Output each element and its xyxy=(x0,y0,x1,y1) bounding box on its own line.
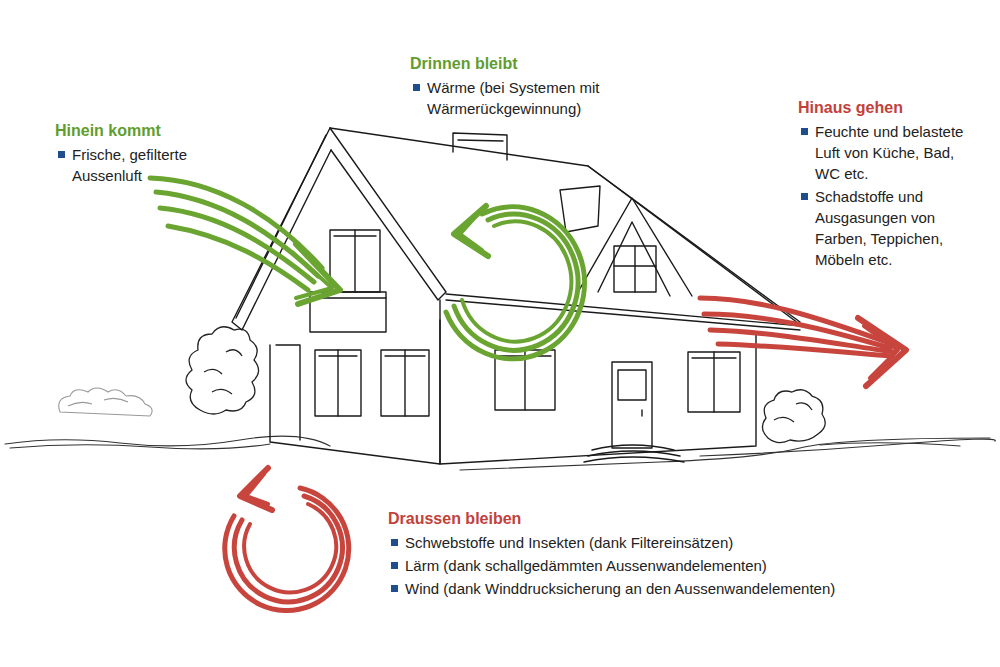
list-item: Wärme (bei Systemen mit Wärmerückgewinnu… xyxy=(412,77,632,119)
incoming-arrow xyxy=(150,178,340,304)
bush xyxy=(59,388,152,416)
list-item: Lärm (dank schallgedämmten Aussenwandele… xyxy=(390,555,980,576)
blocked-arrow xyxy=(225,468,349,611)
list-item: Wind (dank Winddrucksicherung an den Aus… xyxy=(390,578,980,599)
outgoing-arrow xyxy=(700,298,906,386)
list-item: Schwebstoffe und Insekten (dank Filterei… xyxy=(390,532,980,553)
list-item: Feuchte und belastete Luft von Küche, Ba… xyxy=(800,121,978,184)
circulation-arrow xyxy=(446,206,584,359)
group-heading: Draussen bleiben xyxy=(388,509,978,529)
list-item: Frische, gefilterte Aussenluft xyxy=(57,144,215,186)
group-heading: Hinaus gehen xyxy=(798,98,976,118)
group-heading: Drinnen bleibt xyxy=(410,54,630,74)
list-item: Schadstoffe und Ausgasungen von Farben, … xyxy=(800,186,978,270)
ground-line xyxy=(5,436,995,470)
group-heading: Hinein kommt xyxy=(55,121,213,141)
house-drawing xyxy=(232,128,802,464)
